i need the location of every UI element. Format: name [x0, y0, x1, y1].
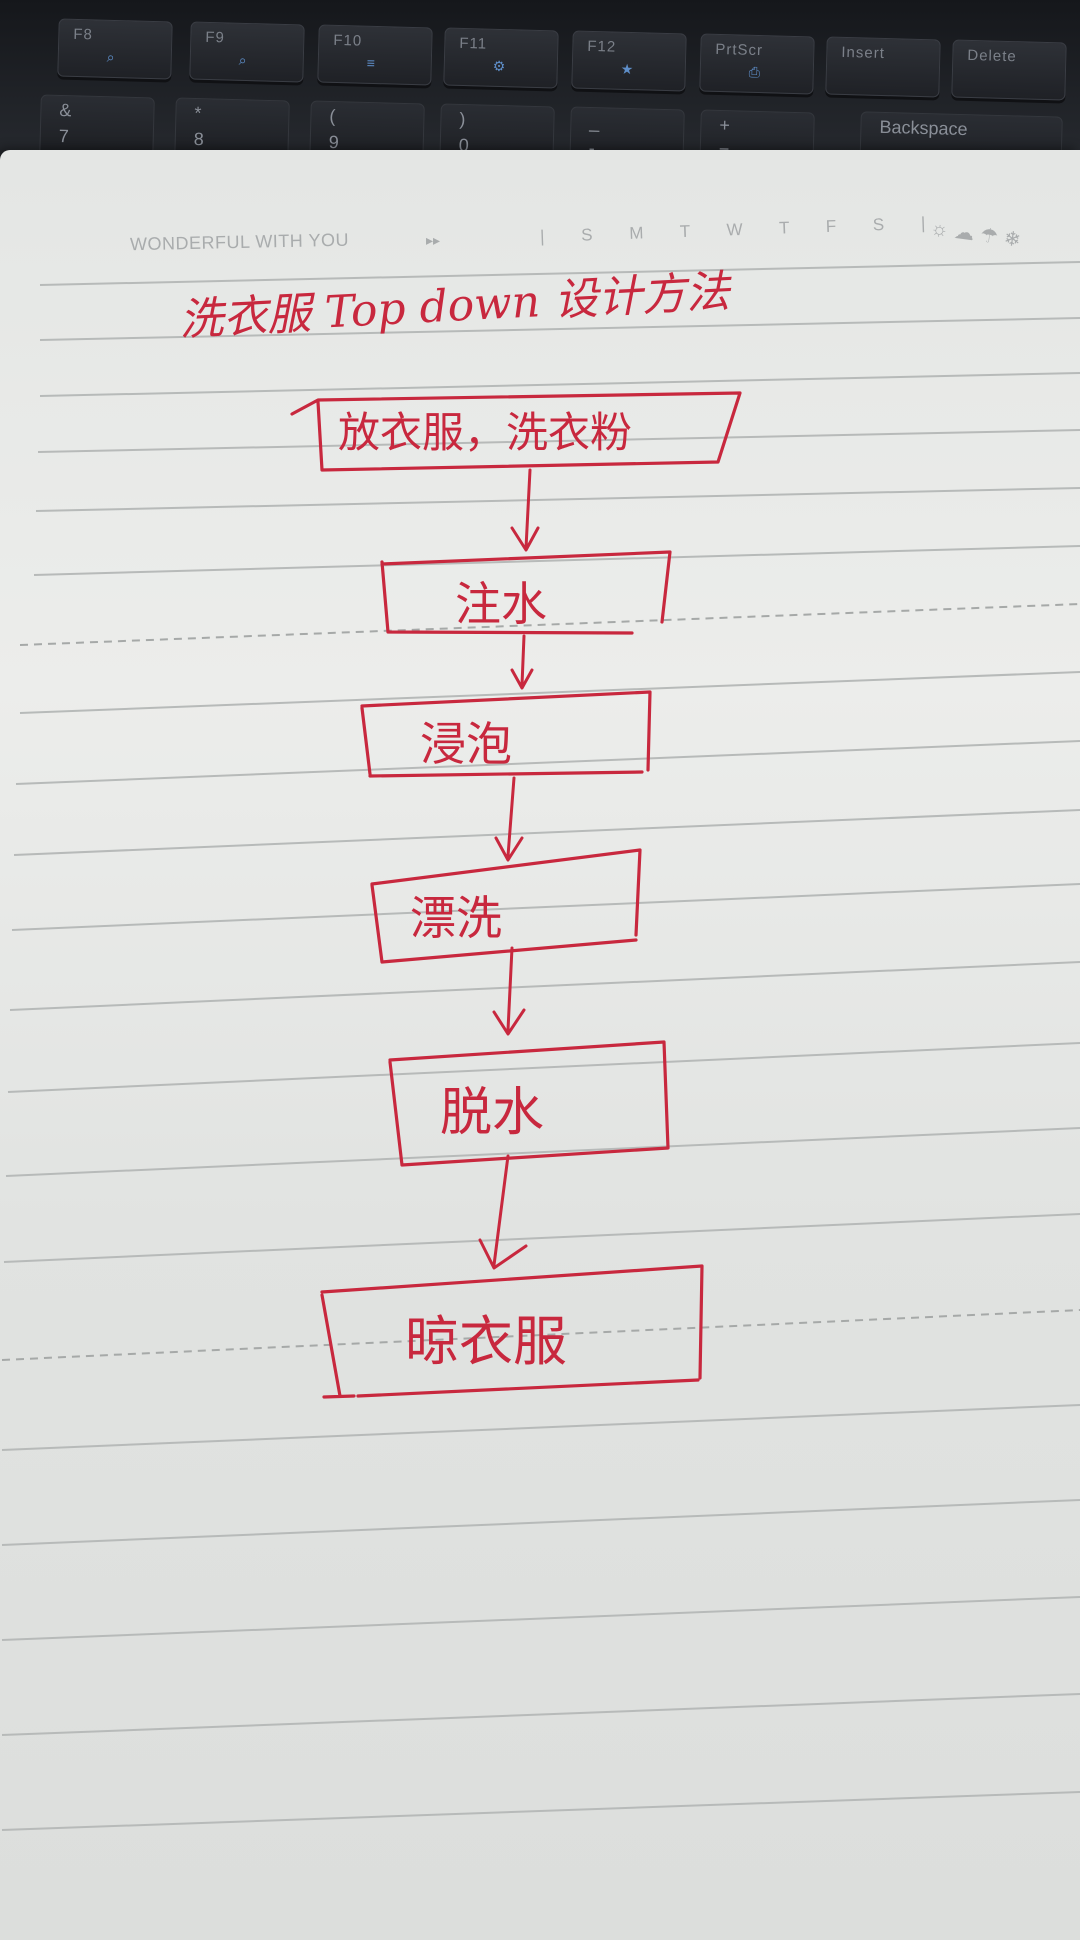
- rule-line: [35, 487, 1080, 512]
- step-1-label: 放衣服，洗衣粉: [338, 408, 632, 457]
- flow-arrow-3: [494, 776, 524, 862]
- flow-step-4: 漂洗: [370, 848, 642, 964]
- ruled-lines: [1, 261, 1080, 1831]
- rule-line: [15, 740, 1080, 785]
- rule-line: [1, 1596, 1080, 1641]
- rule-line: [39, 261, 1080, 286]
- rule-line-dashed: [19, 603, 1080, 646]
- rule-line: [1, 1791, 1080, 1831]
- flow-step-5: 脱水: [388, 1040, 670, 1167]
- rule-line: [13, 809, 1080, 856]
- rule-line-dashed: [1, 1309, 1080, 1361]
- rule-line: [19, 671, 1080, 714]
- step-3-label: 浸泡: [420, 717, 512, 771]
- flow-step-1: 放衣服，洗衣粉: [290, 391, 742, 472]
- step-5-label: 脱水: [440, 1083, 544, 1143]
- note-title: 洗衣服 Top down 设计方法: [178, 266, 734, 346]
- rule-line: [7, 1042, 1080, 1093]
- rule-line: [33, 545, 1080, 576]
- flow-step-3: 浸泡: [360, 690, 652, 778]
- brand-arrow-icon: ▸▸: [426, 232, 441, 248]
- rule-line: [1, 1404, 1080, 1451]
- step-2-label: 注水: [455, 577, 547, 631]
- rule-line: [1, 1499, 1080, 1546]
- rule-line: [39, 317, 1080, 341]
- flow-step-2: 注水: [380, 550, 672, 635]
- step-6-label: 晾衣服: [405, 1310, 567, 1373]
- flow-arrow-4: [492, 946, 526, 1036]
- step-4-label: 漂洗: [410, 891, 502, 945]
- rule-line: [3, 1213, 1080, 1263]
- rule-line: [37, 429, 1080, 453]
- notebook-header: WONDERFUL WITH YOU ▸▸ | S M T W T F S | …: [130, 213, 1070, 258]
- rule-line: [11, 883, 1080, 931]
- flow-arrow-2: [510, 634, 534, 690]
- rule-line: [1, 1693, 1080, 1736]
- rule-line: [5, 1127, 1080, 1177]
- rule-line: [39, 372, 1080, 397]
- flow-arrow-5: [478, 1154, 528, 1270]
- flow-arrow-1: [510, 468, 540, 552]
- flow-step-6: 晾衣服: [320, 1264, 704, 1399]
- rule-line: [9, 961, 1080, 1011]
